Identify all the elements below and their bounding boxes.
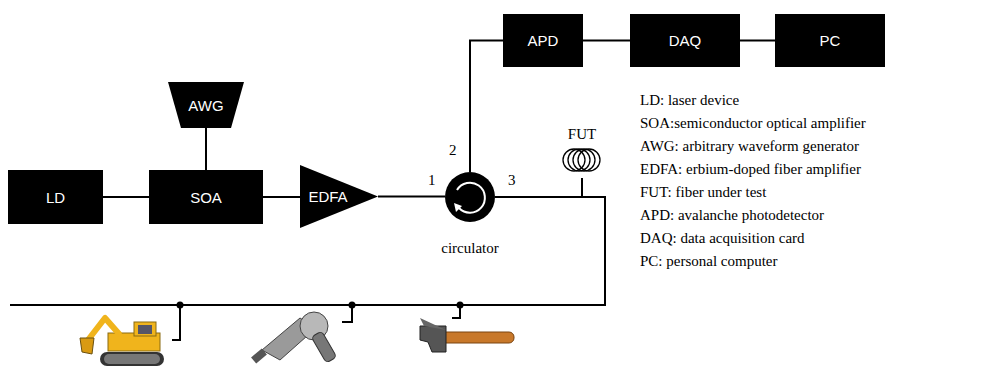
circulator-arrow — [457, 183, 485, 213]
abbreviation-note: LD: laser device — [640, 92, 739, 109]
component-label: FUT — [556, 126, 608, 143]
amplifier-triangle: EDFA — [300, 165, 378, 228]
junction-dot — [349, 302, 356, 309]
junction-dot — [177, 302, 184, 309]
excavator-bucket — [80, 338, 94, 354]
connector-line — [263, 196, 300, 198]
generator-trapezoid: AWG — [168, 82, 244, 128]
junction-dots — [177, 302, 464, 309]
abbreviation-note: EDFA: erbium-doped fiber amplifier — [640, 161, 861, 178]
daq-box: DAQ — [630, 14, 740, 67]
box-label: APD — [528, 32, 559, 49]
coil-loop — [568, 149, 590, 171]
abbreviation-note: SOA:semiconductor optical amplifier — [640, 115, 866, 132]
wrench-grip — [311, 331, 336, 363]
box-label: LD — [46, 189, 65, 206]
excavator-track-inner — [104, 354, 160, 364]
excavator-cab — [134, 322, 156, 336]
circulator-body — [445, 172, 495, 222]
abbreviation-note: AWG: arbitrary waveform generator — [640, 138, 859, 155]
trapezoid-outline — [168, 82, 244, 128]
circulator-arrowhead — [454, 203, 462, 212]
branch-line — [172, 305, 180, 340]
excavator-track — [100, 352, 164, 366]
laser-box: LD — [8, 170, 103, 224]
box-label: SOA — [190, 189, 222, 206]
connector-line — [583, 40, 630, 42]
component-label: circulator — [430, 240, 510, 257]
abbreviation-note: FUT: fiber under test — [640, 184, 766, 201]
hammer-claw — [420, 318, 446, 330]
detector-box: APD — [503, 14, 583, 67]
triangle-outline — [300, 165, 378, 228]
box-label: EDFA — [308, 188, 347, 205]
excavator-window — [138, 325, 152, 334]
abbreviation-note: APD: avalanche photodetector — [640, 207, 824, 224]
hammer-handle — [440, 332, 514, 343]
fiber-coil: FUT — [556, 126, 608, 178]
connector-line — [378, 196, 445, 198]
coil-symbol — [560, 147, 604, 173]
excavator-icon — [80, 318, 164, 366]
port-number: 1 — [428, 172, 436, 189]
connector-line — [740, 40, 775, 42]
connector-line — [205, 128, 207, 170]
circulator-circle: circulator — [430, 172, 510, 262]
abbreviation-note: DAQ: data acquisition card — [640, 230, 805, 247]
abbreviation-note: PC: personal computer — [640, 253, 777, 270]
amplifier-box: SOA — [149, 170, 263, 224]
connector-line — [103, 196, 149, 198]
pc-box: PC — [775, 14, 885, 67]
port-number: 2 — [449, 142, 457, 159]
hammer-head — [420, 326, 446, 352]
coil-loop — [573, 149, 595, 171]
box-label: AWG — [188, 97, 223, 114]
impact-wrench-icon — [251, 312, 337, 364]
junction-dot — [457, 302, 464, 309]
circulator-symbol — [445, 172, 495, 222]
excavator-boom — [88, 318, 120, 340]
port-number: 3 — [508, 172, 516, 189]
coil-loop — [578, 149, 600, 171]
box-label: DAQ — [669, 32, 702, 49]
connector-line — [470, 41, 503, 173]
wrench-anvil — [251, 348, 267, 363]
hammer-icon — [420, 318, 514, 352]
box-label: PC — [820, 32, 841, 49]
